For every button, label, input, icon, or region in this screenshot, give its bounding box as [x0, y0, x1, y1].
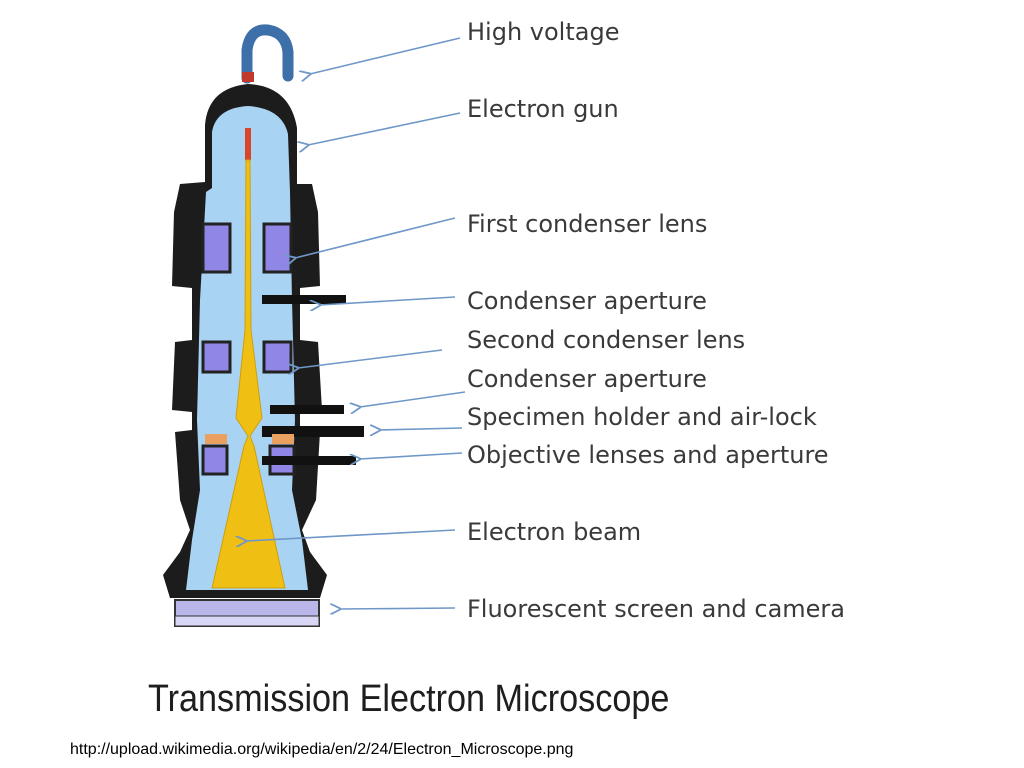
label-specimen-holder: Specimen holder and air-lock [467, 403, 817, 431]
specimen-stage [205, 434, 294, 444]
label-electron-beam: Electron beam [467, 518, 642, 546]
label-condenser-aperture-2: Condenser aperture [467, 365, 707, 393]
second-condenser-lens [201, 340, 293, 374]
label-fluorescent-screen: Fluorescent screen and camera [467, 595, 845, 623]
leader-arrows [246, 37, 466, 609]
electron-beam [211, 159, 286, 589]
diagram-title: Transmission Electron Microscope [148, 678, 670, 720]
high-voltage-cable [241, 24, 294, 84]
cable-connector [242, 72, 254, 82]
label-high-voltage: High voltage [467, 18, 620, 46]
condenser-aperture-bar [262, 295, 346, 304]
electron-gun-filament [245, 128, 251, 160]
objective-aperture-bar [262, 456, 356, 465]
fluorescent-screen [174, 599, 320, 627]
label-electron-gun: Electron gun [467, 95, 619, 123]
specimen-holder-bar [262, 426, 364, 437]
label-objective-lenses: Objective lenses and aperture [467, 441, 829, 469]
label-second-condenser-lens: Second condenser lens [467, 326, 746, 354]
condenser-aperture-bar-2 [270, 405, 344, 414]
source-url: http://upload.wikimedia.org/wikipedia/en… [70, 741, 574, 758]
first-condenser-lens [201, 222, 293, 274]
label-first-condenser-lens: First condenser lens [467, 210, 708, 238]
label-condenser-aperture: Condenser aperture [467, 287, 707, 315]
